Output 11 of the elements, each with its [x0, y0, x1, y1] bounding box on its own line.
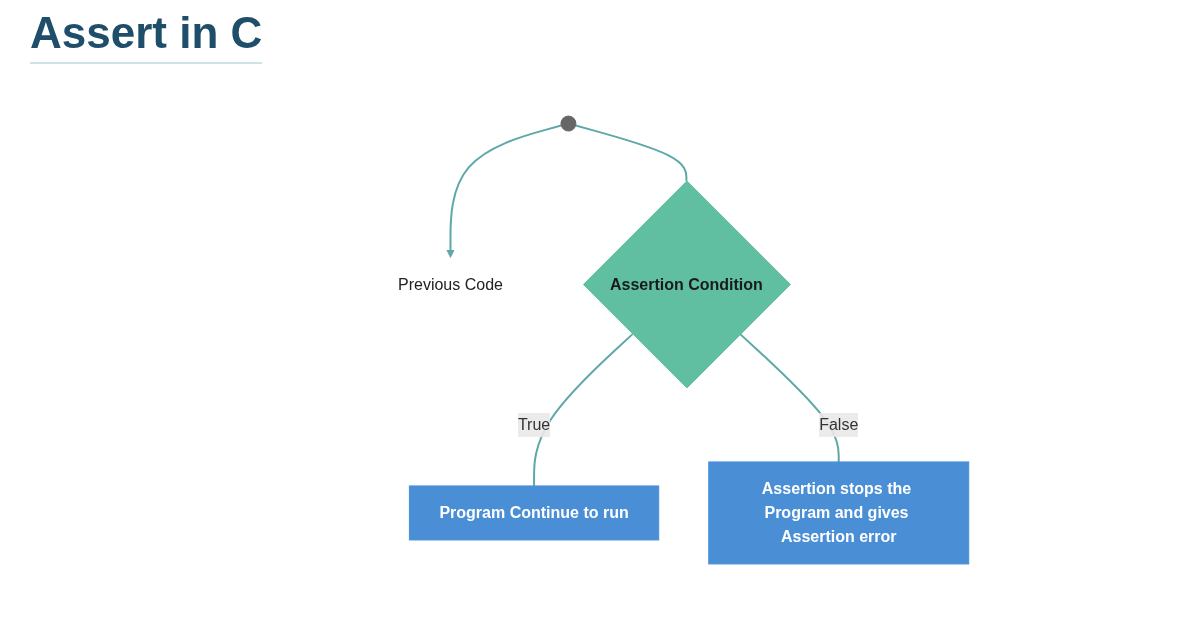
node-box: Assertion stops the Program and gives Assertion error	[708, 461, 970, 565]
node-circle	[560, 115, 577, 132]
node-diamond: Assertion Condition	[582, 180, 791, 389]
edge-label: True	[517, 415, 551, 433]
node-box: Program Continue to run	[408, 485, 660, 541]
arrow	[446, 124, 563, 258]
connector	[574, 124, 688, 183]
title: Assert in C	[30, 8, 263, 64]
node-text: Previous Code	[398, 275, 503, 293]
edge-label: False	[819, 415, 859, 433]
connector	[533, 333, 634, 487]
